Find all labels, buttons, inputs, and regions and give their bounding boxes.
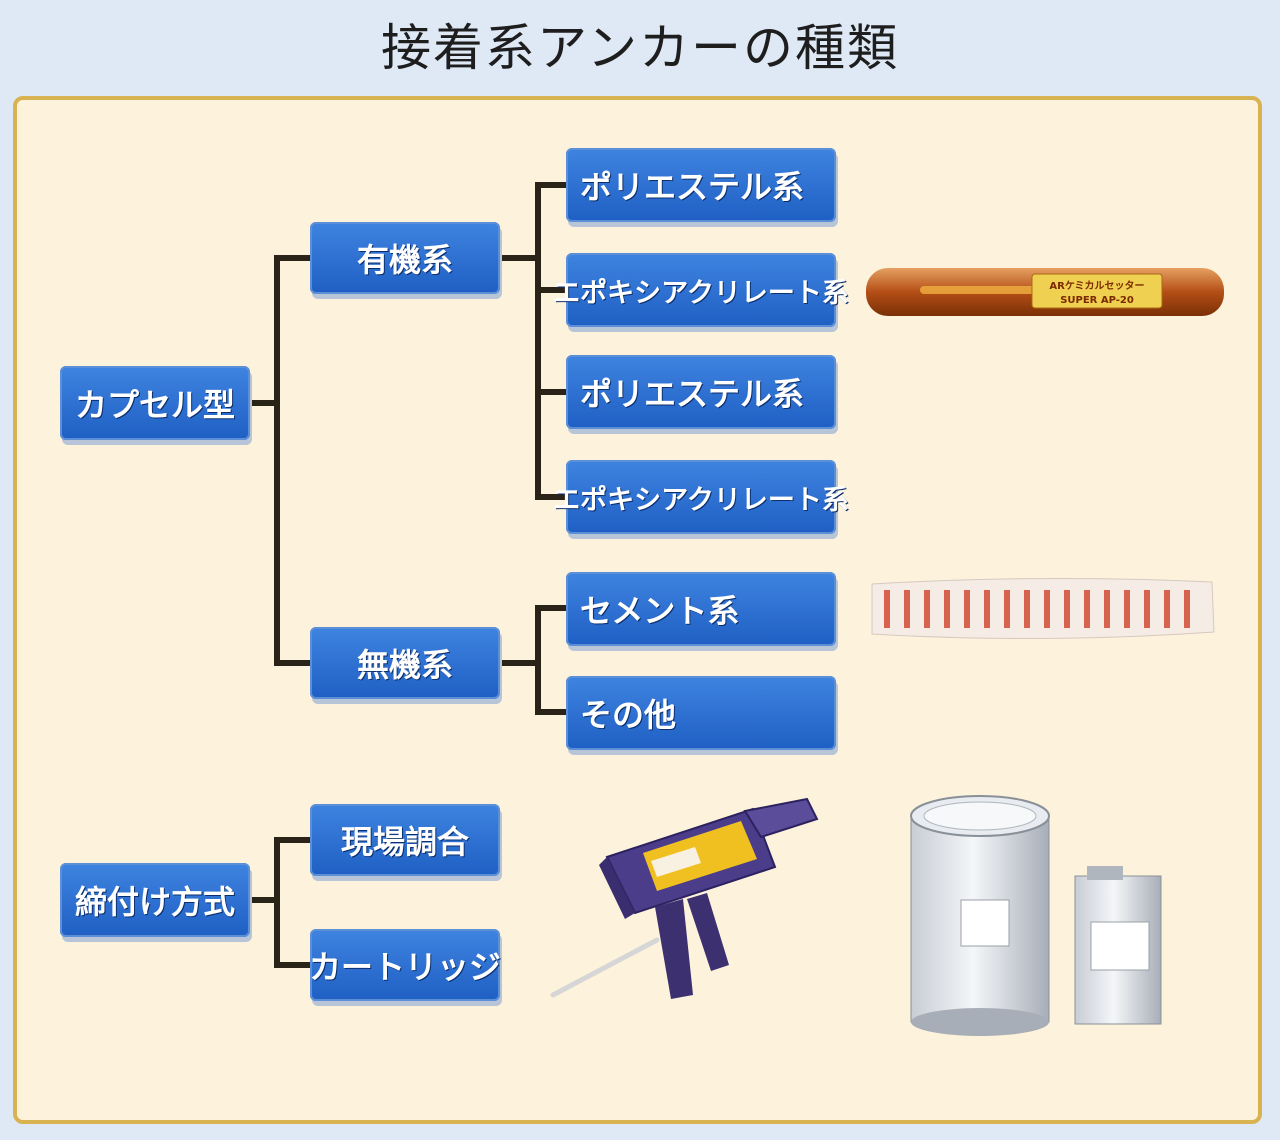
leaf-epoxy-2: エポキシアクリレート系	[553, 460, 849, 534]
leaf-polyester-1: ポリエステル系	[566, 148, 836, 222]
node-organic: 有機系	[310, 222, 500, 294]
leaf-epoxy-1: エポキシアクリレート系	[553, 253, 849, 327]
leaf-cement: セメント系	[566, 572, 836, 646]
leaf-polyester-2: ポリエステル系	[566, 355, 836, 429]
capsule-model: SUPER AP-20	[1060, 295, 1134, 306]
node-onsite: 現場調合	[310, 804, 500, 876]
leaf-other: その他	[566, 676, 836, 750]
connector-inorganic-branches	[535, 605, 566, 715]
cement-capsule-photo	[871, 577, 1215, 640]
connector-organic-branches	[535, 182, 566, 500]
page-title: 接着系アンカーの種類	[381, 19, 899, 77]
connector-capsule-branches	[274, 255, 310, 666]
node-fastening: 締付け方式	[60, 863, 250, 937]
connector-fastening-branches	[274, 837, 310, 968]
capsule-label: ARケミカルセッター	[1049, 280, 1144, 292]
node-cartridge: カートリッジ	[309, 929, 501, 1001]
dispenser-gun-photo	[550, 797, 819, 999]
resin-capsule-photo: ARケミカルセッター SUPER AP-20	[866, 268, 1224, 316]
node-capsule: カプセル型	[60, 366, 250, 440]
paint-can-photo	[910, 795, 1162, 1036]
node-inorganic: 無機系	[310, 627, 500, 699]
